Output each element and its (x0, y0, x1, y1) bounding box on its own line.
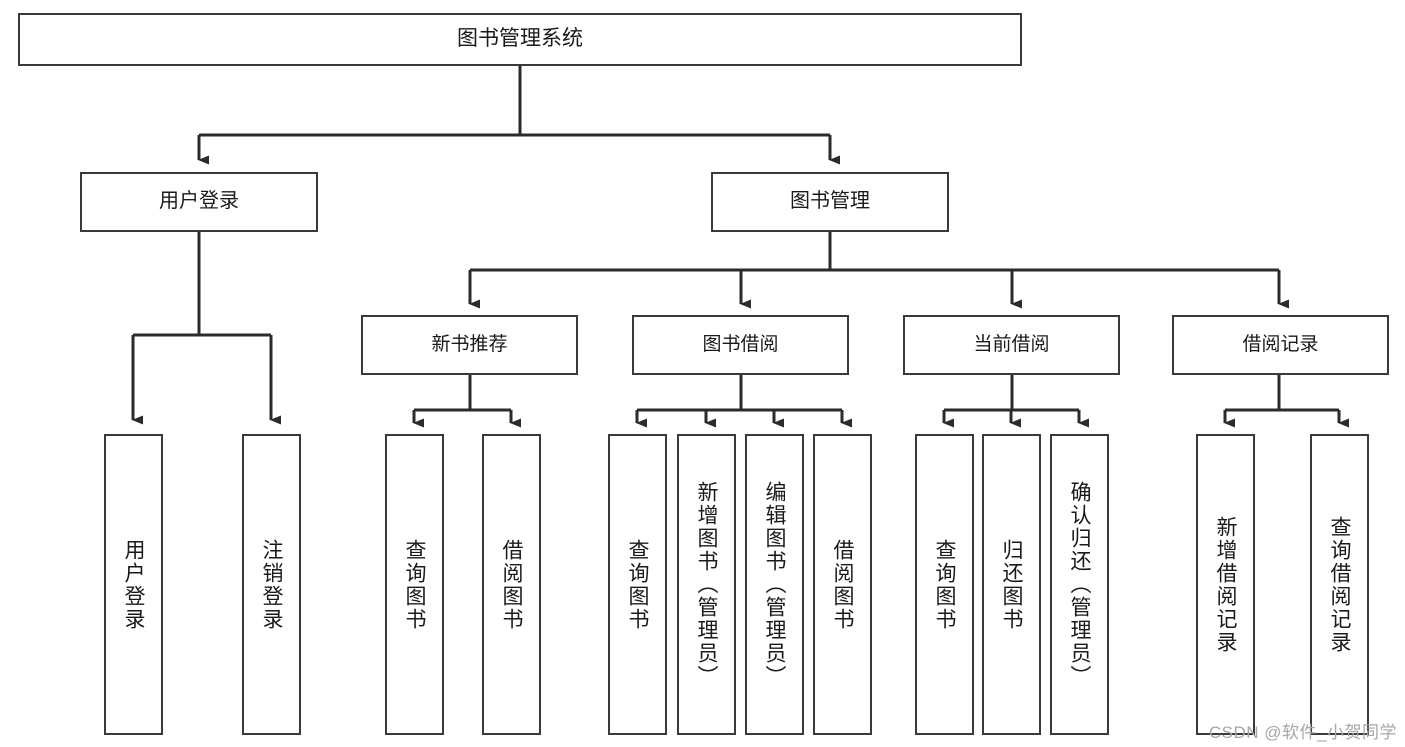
node-book-borrow-label: 图书借阅 (702, 333, 779, 355)
leaf-user-login-0[interactable]: 用户登录 (104, 434, 163, 735)
leaf-label: 新增图书（管理员） (695, 481, 718, 688)
leaf-book-borrow-2[interactable]: 编辑图书（管理员） (745, 434, 804, 735)
leaf-label: 借阅图书 (500, 538, 523, 631)
leaf-label: 用户登录 (122, 538, 145, 631)
node-current-borrow-label: 当前借阅 (973, 333, 1050, 355)
node-user-login-label: 用户登录 (159, 190, 239, 213)
leaf-label: 查询借阅记录 (1328, 515, 1351, 654)
node-new-book-recommend-label: 新书推荐 (431, 333, 508, 355)
leaf-current-borrow-0[interactable]: 查询图书 (915, 434, 974, 735)
node-user-login[interactable]: 用户登录 (80, 172, 318, 232)
leaf-book-borrow-3[interactable]: 借阅图书 (813, 434, 872, 735)
leaf-borrow-record-1[interactable]: 查询借阅记录 (1310, 434, 1369, 735)
leaf-book-borrow-0[interactable]: 查询图书 (608, 434, 667, 735)
node-borrow-record-label: 借阅记录 (1242, 333, 1319, 355)
leaf-label: 查询图书 (403, 538, 426, 631)
leaf-label: 查询图书 (626, 538, 649, 631)
node-book-management-label: 图书管理 (790, 190, 870, 213)
leaf-current-borrow-2[interactable]: 确认归还（管理员） (1050, 434, 1109, 735)
node-root-label: 图书管理系统 (457, 27, 583, 51)
node-current-borrow[interactable]: 当前借阅 (903, 315, 1120, 375)
leaf-book-borrow-1[interactable]: 新增图书（管理员） (677, 434, 736, 735)
leaf-label: 归还图书 (1000, 538, 1023, 631)
node-borrow-record[interactable]: 借阅记录 (1172, 315, 1389, 375)
leaf-label: 注销登录 (260, 538, 283, 631)
leaf-user-login-1[interactable]: 注销登录 (242, 434, 301, 735)
node-book-borrow[interactable]: 图书借阅 (632, 315, 849, 375)
leaf-label: 借阅图书 (831, 538, 854, 631)
leaf-label: 确认归还（管理员） (1068, 481, 1091, 688)
leaf-new-book-recommend-0[interactable]: 查询图书 (385, 434, 444, 735)
leaf-current-borrow-1[interactable]: 归还图书 (982, 434, 1041, 735)
csdn-watermark: CSDN @软件_小贺同学 (1208, 723, 1397, 742)
leaf-label: 编辑图书（管理员） (763, 481, 786, 688)
leaf-label: 查询图书 (933, 538, 956, 631)
leaf-label: 新增借阅记录 (1214, 515, 1237, 654)
node-new-book-recommend[interactable]: 新书推荐 (361, 315, 578, 375)
node-book-management[interactable]: 图书管理 (711, 172, 949, 232)
node-root-book-management-system[interactable]: 图书管理系统 (18, 13, 1022, 66)
leaf-new-book-recommend-1[interactable]: 借阅图书 (482, 434, 541, 735)
leaf-borrow-record-0[interactable]: 新增借阅记录 (1196, 434, 1255, 735)
